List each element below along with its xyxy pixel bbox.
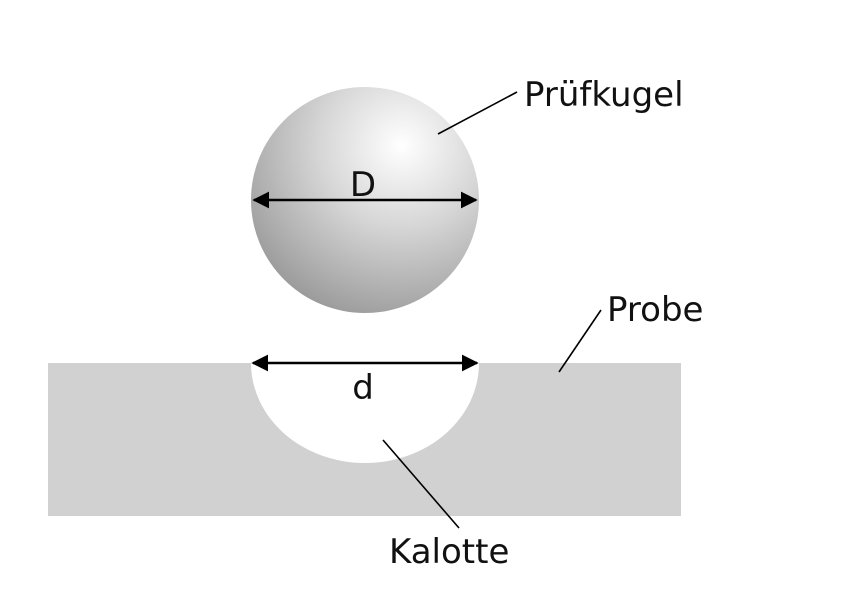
sample-label: Probe: [607, 290, 703, 330]
sample-leader-line: [558, 309, 602, 373]
calotte-leader-line: [382, 439, 460, 529]
calotte-diameter-label: d: [352, 368, 374, 408]
calotte-label: Kalotte: [389, 532, 509, 572]
calotte-cutout: [251, 363, 479, 463]
ball-diameter-label: D: [350, 165, 376, 205]
ball-label: Prüfkugel: [524, 75, 684, 115]
ball-leader-line: [437, 91, 518, 135]
